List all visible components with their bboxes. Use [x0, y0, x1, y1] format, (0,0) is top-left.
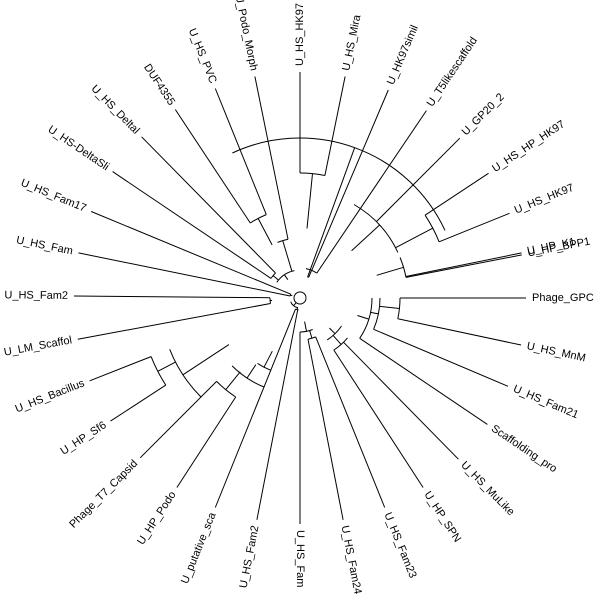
- tip-label: U_HS_HK97: [513, 182, 576, 217]
- internal-stem: [309, 330, 313, 339]
- internal-stem: [263, 350, 273, 368]
- internal-stem: [246, 364, 257, 379]
- tip-label: U_HS_Fam24: [339, 525, 364, 596]
- tip-label: U_Podo_Morph: [233, 0, 260, 72]
- internal-stem: [370, 311, 379, 315]
- internal-stem: [395, 227, 433, 249]
- tip-branch: [139, 381, 217, 459]
- tip-label: U_HS_Mira: [340, 13, 363, 72]
- tip-label: DUF4355: [141, 62, 177, 108]
- root-ring: [293, 291, 307, 305]
- internal-arc: [150, 356, 167, 386]
- tip-branch: [78, 252, 291, 297]
- tip-branch: [214, 88, 267, 215]
- tip-branch: [405, 252, 522, 277]
- tip-label: U_HS_HP_HK97: [490, 118, 567, 175]
- internal-stem: [182, 344, 230, 376]
- tip-branch: [373, 328, 509, 387]
- tip-label: U_HS-DeltaSli: [46, 124, 112, 174]
- tip-branch: [176, 396, 237, 488]
- tip-label: Scaffolding_pro: [489, 423, 559, 476]
- tip-branch: [424, 172, 489, 216]
- internal-stem: [379, 305, 400, 309]
- tip-branch: [405, 254, 522, 278]
- internal-stem: [351, 224, 380, 252]
- tip-label: U_HS_Fam2: [238, 525, 262, 590]
- tip-branch: [315, 336, 386, 508]
- tip-label: U_HS_MnM: [526, 340, 587, 364]
- tip-branch: [254, 76, 289, 240]
- tip-label: U_HS_MuLike: [458, 459, 516, 518]
- tip-branch: [214, 308, 296, 508]
- internal-stem: [225, 371, 241, 391]
- tip-branch: [343, 341, 459, 460]
- tip-branch: [174, 109, 251, 224]
- internal-stem: [357, 315, 370, 320]
- tip-branch: [324, 76, 346, 176]
- tip-label: U_HS_Fam21: [511, 383, 580, 421]
- internal-stem: [376, 266, 404, 276]
- tip-label: U_HP_Podo: [135, 489, 178, 547]
- tip-branch: [311, 89, 389, 271]
- tip-label: U_HS_Deltal: [89, 83, 142, 137]
- tip-branch: [307, 339, 344, 520]
- tip-label: U_HS_Fam23: [381, 511, 418, 580]
- tip-branch: [112, 171, 272, 279]
- internal-stem: [306, 173, 313, 229]
- tip-label: Phage_GPC: [532, 292, 594, 304]
- tree-branches: [73, 72, 526, 524]
- tip-branch: [359, 337, 488, 425]
- tip-branch: [256, 309, 299, 520]
- internal-stem: [290, 294, 293, 297]
- tip-branch: [77, 303, 271, 340]
- tip-label: U_LM_Scaffol: [3, 334, 73, 358]
- tip-branch: [438, 212, 510, 243]
- tip-label: U_HS_PVC: [186, 27, 219, 85]
- tip-label: U_GP20_2: [460, 91, 507, 138]
- tip-label: U_putative_sca: [179, 510, 219, 586]
- internal-stem: [257, 218, 273, 246]
- tip-branch: [333, 349, 424, 488]
- internal-stem: [304, 321, 307, 332]
- internal-stem: [293, 302, 297, 307]
- internal-stem: [157, 361, 176, 372]
- internal-stem: [283, 274, 289, 280]
- internal-stem: [329, 327, 336, 335]
- tip-label: U_HS_Fam17: [19, 177, 88, 215]
- tip-branch: [89, 356, 152, 382]
- tip-branch: [141, 136, 276, 274]
- tip-branch: [73, 295, 271, 299]
- internal-stem: [307, 147, 356, 278]
- tip-label: U_HS_Fam: [15, 234, 74, 257]
- tip-label: U_HS_HK97: [294, 3, 306, 66]
- internal-stem: [282, 240, 293, 272]
- internal-stem: [332, 335, 342, 345]
- tip-branch: [91, 211, 291, 295]
- tip-branch: [376, 137, 461, 222]
- tip-label: U_HP_Sf6: [58, 419, 108, 457]
- tip-label: Phage_T7_Capsid: [67, 458, 140, 531]
- tip-label: U_HS_Fam2: [4, 289, 68, 302]
- tip-label: U_HS_Fam: [294, 530, 306, 587]
- tip-label: U_HP_SPN: [421, 489, 463, 544]
- tip-branch: [397, 318, 522, 346]
- internal-stem: [308, 270, 313, 278]
- tip-label: U_HS_Bacillus: [14, 377, 87, 415]
- internal-arc: [326, 325, 342, 341]
- tip-label: U_HK97simil: [385, 23, 421, 86]
- tip-label: U_T5likescaffold: [425, 35, 480, 109]
- internal-stem: [272, 275, 279, 281]
- tip-branch: [110, 384, 167, 422]
- tip-branch: [316, 110, 427, 274]
